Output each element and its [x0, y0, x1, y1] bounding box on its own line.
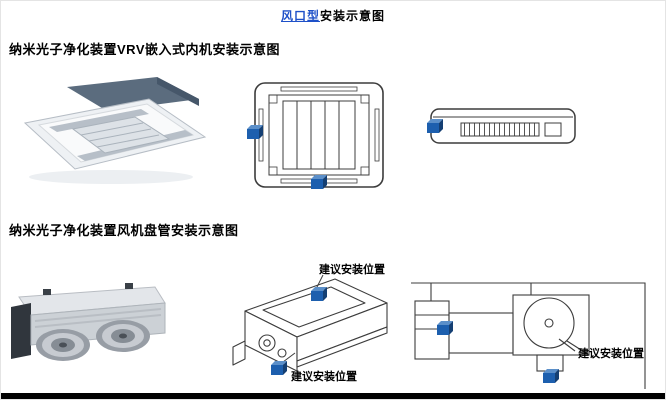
suggested-position-label: 建议安装位置	[578, 348, 644, 360]
cassette-bottom-view-figure	[247, 79, 397, 201]
fancoil-blower-wheel	[36, 329, 90, 361]
fancoil-isometric-figure	[209, 249, 409, 397]
page-title-highlight: 风口型	[280, 9, 320, 23]
bottom-bar	[1, 393, 665, 399]
page-title: 风口型安装示意图	[1, 7, 665, 24]
install-position-marker	[271, 361, 287, 375]
section-fancoil-heading: 纳米光子净化装置风机盘管安装示意图	[9, 223, 239, 238]
cassette-side-view-outline	[430, 108, 576, 144]
fancoil-photo-figure	[5, 275, 171, 369]
cassette-shadow	[29, 170, 193, 184]
fancoil-duct-figure	[407, 261, 661, 395]
fan-coil-duct-drawing	[411, 282, 646, 389]
leader-line	[315, 274, 324, 290]
cassette-bottom-view-outline	[254, 82, 384, 188]
suggested-position-label: 建议安装位置	[319, 264, 385, 276]
suggested-position-label: 建议安装位置	[291, 371, 357, 383]
fan-coil-unit-photo	[11, 283, 166, 361]
install-position-marker	[543, 369, 559, 383]
fancoil-iso-outline	[232, 278, 388, 372]
install-position-marker	[311, 175, 327, 189]
fancoil-blower-wheel	[96, 320, 150, 352]
cassette-photo-figure	[9, 71, 209, 193]
cassette-side-view-drawing	[427, 108, 576, 144]
cassette-side-view-figure	[427, 99, 579, 157]
fancoil-duct-outline	[411, 282, 646, 389]
cassette-bottom-view-drawing	[247, 82, 384, 189]
cassette-center-grille	[71, 116, 171, 154]
install-position-marker	[437, 321, 453, 335]
cassette-top-casing	[67, 77, 199, 111]
section-vrv-heading: 纳米光子净化装置VRV嵌入式内机安装示意图	[9, 42, 280, 57]
install-position-marker	[311, 287, 327, 301]
ceiling-cassette-unit-photo	[23, 77, 207, 184]
install-position-marker	[247, 125, 263, 139]
fan-coil-isometric-drawing	[232, 274, 388, 375]
install-position-marker	[427, 119, 443, 133]
page-title-rest: 安装示意图	[320, 9, 386, 23]
